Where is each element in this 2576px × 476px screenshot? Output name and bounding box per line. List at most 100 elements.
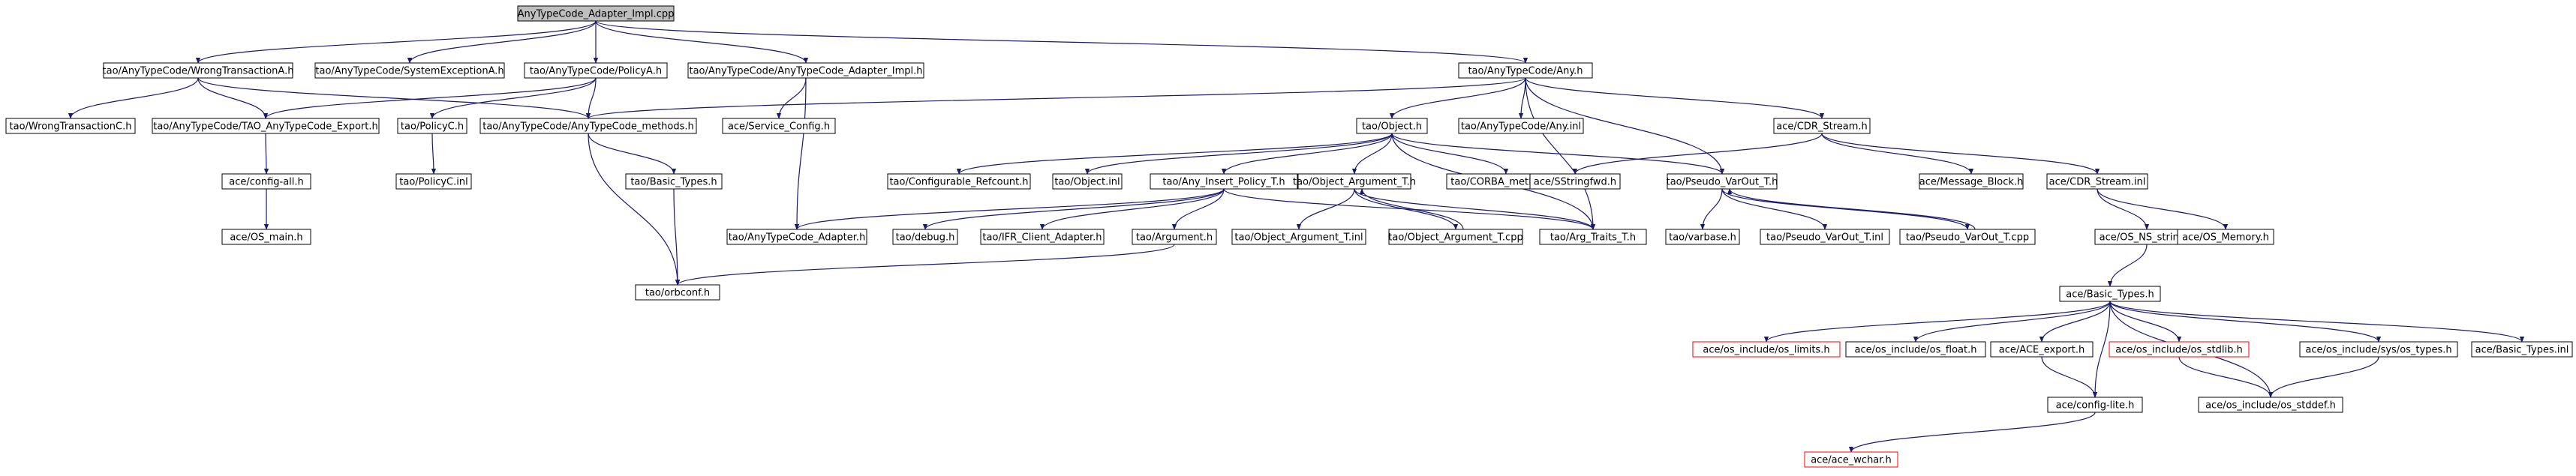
node-orbconf[interactable]: tao/orbconf.h <box>635 284 720 301</box>
node-oatcpp[interactable]: tao/Object_Argument_T.cpp <box>1388 229 1523 245</box>
node-aip[interactable]: tao/Any_Insert_Policy_T.h <box>1150 173 1298 190</box>
node-any[interactable]: tao/AnyTypeCode/Any.h <box>1458 62 1593 79</box>
node-label: tao/Pseudo_VarOut_T.h <box>1667 177 1778 188</box>
edge-cdrh-to-cdrinl <box>1821 133 2100 175</box>
edge-acebt-to-cfglite <box>2092 301 2111 398</box>
node-oslimits[interactable]: ace/os_include/os_limits.h <box>1692 341 1841 358</box>
node-box <box>980 229 1105 245</box>
node-label: ace/os_include/os_limits.h <box>1703 345 1829 356</box>
node-acewchar[interactable]: ace/ace_wchar.h <box>1804 451 1898 468</box>
node-wta[interactable]: tao/AnyTypeCode/WrongTransactionA.h <box>103 62 294 79</box>
node-box <box>314 62 505 79</box>
edge-wta-to-wtc <box>68 77 199 119</box>
edge-pvo-to-varbase <box>1700 188 1723 230</box>
node-box <box>1529 173 1621 190</box>
node-box <box>395 173 472 190</box>
edge-atcai-to-atcadapter <box>794 77 807 230</box>
node-aceexp[interactable]: ace/ACE_export.h <box>1990 341 2094 358</box>
node-box <box>1052 173 1123 190</box>
node-label: tao/Argument.h <box>1136 232 1213 244</box>
node-label: ace/CDR_Stream.h <box>1776 121 1868 133</box>
node-box <box>722 118 836 134</box>
node-atcm[interactable]: tao/AnyTypeCode/AnyTypeCode_methods.h <box>479 118 697 134</box>
node-anyinl[interactable]: tao/AnyTypeCode/Any.inl <box>1458 118 1584 134</box>
node-box <box>2047 397 2143 413</box>
node-box <box>1150 173 1298 190</box>
node-objinl[interactable]: tao/Object.inl <box>1052 173 1123 190</box>
node-osfloat[interactable]: ace/os_include/os_float.h <box>1845 341 1986 358</box>
node-argtr[interactable]: tao/Arg_Traits_T.h <box>1539 229 1647 245</box>
node-box <box>1388 229 1523 245</box>
node-ifrca[interactable]: tao/IFR_Client_Adapter.h <box>980 229 1105 245</box>
edge-acebt-to-aceexp <box>2039 301 2111 343</box>
edge-acebt-to-oslimits <box>1763 301 2111 343</box>
node-acebtinl[interactable]: ace/Basic_Types.inl <box>2471 341 2573 358</box>
node-label: ace/config-lite.h <box>2056 400 2135 412</box>
edge-osstdlib-to-osstddef <box>2178 356 2274 398</box>
node-box <box>1356 118 1428 134</box>
node-objh[interactable]: tao/Object.h <box>1356 118 1428 134</box>
node-oat[interactable]: tao/Object_Argument_T.h <box>1293 173 1416 190</box>
edge-any-to-atcm <box>586 77 1526 119</box>
node-ostypes[interactable]: ace/os_include/sys/os_types.h <box>2299 341 2458 358</box>
node-label: tao/AnyTypeCode/AnyTypeCode_Adapter_Impl… <box>689 66 922 77</box>
node-box <box>221 173 311 190</box>
node-label: ace/Service_Config.h <box>728 121 830 133</box>
node-box <box>1845 341 1986 358</box>
node-atcadapter[interactable]: tao/AnyTypeCode_Adapter.h <box>726 229 867 245</box>
node-atcai[interactable]: tao/AnyTypeCode/AnyTypeCode_Adapter_Impl… <box>687 62 924 79</box>
node-box <box>103 62 293 79</box>
edge-atcai-to-svccfg <box>776 77 807 119</box>
node-label: ace/OS_Memory.h <box>2182 232 2269 244</box>
node-taoatcexp[interactable]: tao/AnyTypeCode/TAO_AnyTypeCode_Export.h <box>152 118 380 134</box>
edge-root-to-atcai <box>595 20 809 64</box>
node-cfglite[interactable]: ace/config-lite.h <box>2047 397 2143 413</box>
node-polc[interactable]: tao/PolicyC.h <box>397 118 467 134</box>
node-osstddef[interactable]: ace/os_include/os_stddef.h <box>2198 397 2343 413</box>
node-pvo[interactable]: tao/Pseudo_VarOut_T.h <box>1667 173 1778 190</box>
node-cdrh[interactable]: ace/CDR_Stream.h <box>1773 118 1871 134</box>
node-oatinl[interactable]: tao/Object_Argument_T.inl <box>1231 229 1366 245</box>
node-pvoinl[interactable]: tao/Pseudo_VarOut_T.inl <box>1760 229 1890 245</box>
node-acebt[interactable]: ace/Basic_Types.h <box>2059 286 2161 302</box>
node-label: tao/varbase.h <box>1669 232 1736 244</box>
node-root[interactable]: AnyTypeCode_Adapter_Impl.cpp <box>517 5 675 22</box>
node-cdrinl[interactable]: ace/CDR_Stream.inl <box>2046 173 2148 190</box>
edge-wta-to-atcm <box>197 77 591 119</box>
node-label: tao/orbconf.h <box>645 288 710 299</box>
node-argh[interactable]: tao/Argument.h <box>1132 229 1217 245</box>
node-label: tao/AnyTypeCode/SystemExceptionA.h <box>315 66 503 77</box>
node-osmem[interactable]: ace/OS_Memory.h <box>2177 229 2274 245</box>
node-varbase[interactable]: tao/varbase.h <box>1665 229 1740 245</box>
node-box <box>397 118 467 134</box>
edge-cdrinl-to-osns <box>2097 188 2150 230</box>
node-wtc[interactable]: tao/WrongTransactionC.h <box>5 118 136 134</box>
node-box <box>2471 341 2573 358</box>
node-cfgall[interactable]: ace/config-all.h <box>221 173 311 190</box>
node-sstrfwd[interactable]: ace/SStringfwd.h <box>1529 173 1621 190</box>
node-label: tao/AnyTypeCode/TAO_AnyTypeCode_Export.h <box>153 121 377 133</box>
node-debug[interactable]: tao/debug.h <box>892 229 958 245</box>
node-basich[interactable]: tao/Basic_Types.h <box>625 173 723 190</box>
node-pvocpp[interactable]: tao/Pseudo_VarOut_T.cpp <box>1899 229 2036 245</box>
node-box <box>1667 173 1778 190</box>
node-sea[interactable]: tao/AnyTypeCode/SystemExceptionA.h <box>314 62 505 79</box>
node-pola[interactable]: tao/AnyTypeCode/PolicyA.h <box>524 62 668 79</box>
node-label: tao/Arg_Traits_T.h <box>1550 232 1636 244</box>
node-osns[interactable]: ace/OS_NS_string.h <box>2094 229 2199 245</box>
node-label: tao/AnyTypeCode/WrongTransactionA.h <box>103 66 294 77</box>
edge-ostypes-to-osstddef <box>2268 356 2379 398</box>
node-polinl[interactable]: tao/PolicyC.inl <box>395 173 472 190</box>
node-msgblk[interactable]: ace/Message_Block.h <box>1919 173 2024 190</box>
node-svccfg[interactable]: ace/Service_Config.h <box>722 118 836 134</box>
edge-cfglite-to-acewchar <box>1848 412 2096 453</box>
node-osmain[interactable]: ace/OS_main.h <box>221 229 311 245</box>
edge-acebt-to-osstdlib <box>2109 301 2182 343</box>
edge-aip-to-argtr <box>1223 188 1596 230</box>
node-osstdlib[interactable]: ace/os_include/os_stdlib.h <box>2109 341 2250 358</box>
edge-polc-to-polinl <box>431 133 437 175</box>
node-cfgref[interactable]: tao/Configurable_Refcount.h <box>887 173 1031 190</box>
edge-oat-to-argtr <box>1354 188 1596 230</box>
edge-pvocpp-to-pvo <box>1727 188 1976 230</box>
